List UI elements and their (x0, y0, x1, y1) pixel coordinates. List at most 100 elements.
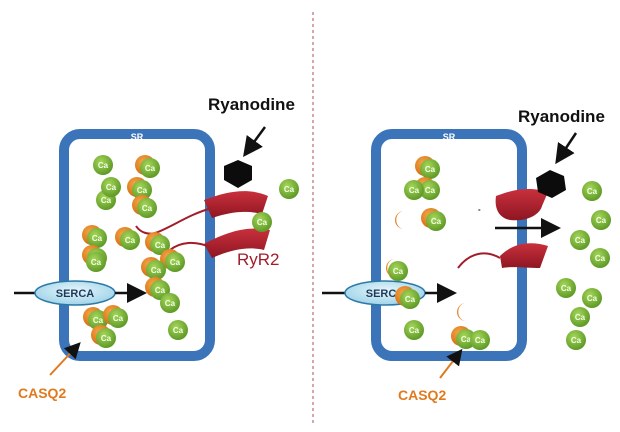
calcium-ion-body (137, 198, 157, 218)
calcium-ion-label: Ca (575, 236, 586, 245)
dash-mark: - (478, 205, 481, 214)
calcium-ion-body (400, 289, 420, 309)
calcium-ion-body (132, 180, 152, 200)
calcium-ion: Ca (590, 248, 610, 268)
calcium-ion-body (93, 155, 113, 175)
sr-label-left: SR (131, 132, 144, 142)
calcium-ion-body (556, 278, 576, 298)
casq2-bound-calcium: Ca (91, 325, 116, 348)
calcium-ion: Ca (279, 179, 299, 199)
calcium-ion-body (570, 230, 590, 250)
ryanodine-arrow-left (243, 126, 267, 158)
casq2-empty (395, 211, 404, 229)
calcium-ion-label: Ca (98, 161, 109, 170)
ryr2-tail-right (457, 252, 501, 269)
casq2-bound-calcium: Ca (145, 277, 170, 300)
calcium-ion-label: Ca (409, 326, 420, 335)
casq2-bound-calcium: Ca (145, 232, 170, 255)
calcium-ion-label: Ca (155, 286, 166, 295)
calcium-ion: Ca (252, 212, 272, 232)
calcium-ion-label: Ca (571, 336, 582, 345)
calcium-ion-label: Ca (91, 258, 102, 267)
calcium-ion-label: Ca (587, 187, 598, 196)
calcium-ion-body (566, 330, 586, 350)
calcium-ion-body (582, 288, 602, 308)
calcium-ion-label: Ca (155, 241, 166, 250)
calcium-ion: Ca (582, 288, 602, 308)
ryanodine-label-left: Ryanodine (208, 95, 295, 114)
sr-label-right: SR (443, 132, 456, 142)
calcium-ion: Ca (566, 330, 586, 350)
calcium-ion-body (168, 320, 188, 340)
calcium-ion-body (404, 180, 424, 200)
calcium-ion-body (86, 252, 106, 272)
calcium-ion-body (140, 158, 160, 178)
ryr2-lower-right (500, 243, 548, 268)
casq2-empty (386, 259, 395, 277)
calcium-ion-label: Ca (284, 185, 295, 194)
calcium-ion-body (279, 179, 299, 199)
calcium-ion-body (146, 260, 166, 280)
calcium-ion-body (150, 235, 170, 255)
calcium-ion-body (426, 211, 446, 231)
calcium-ion-label: Ca (425, 165, 436, 174)
casq2-bound-calcium: Ca (82, 225, 107, 248)
right-panel: SR - Ryanodine SERCA CASQ2 CaCaCaCaCaCaC… (322, 107, 611, 403)
calcium-ion-label: Ca (393, 267, 404, 276)
calcium-ion-body (120, 230, 140, 250)
ryr2-upper-left (204, 191, 268, 218)
calcium-ion: Ca (101, 177, 121, 197)
casq2-arrow-left (49, 342, 81, 376)
calcium-ion-body (570, 307, 590, 327)
calcium-ion-label: Ca (587, 294, 598, 303)
calcium-ion-label: Ca (106, 183, 117, 192)
calcium-ion: Ca (582, 181, 602, 201)
left-panel: SR RyR2 Ryanodine SERCA CASQ2 CaCaCaCaCa… (14, 95, 299, 401)
casq2-bound-calcium: Ca (415, 156, 440, 179)
calcium-ion-label: Ca (165, 299, 176, 308)
casq2-empty (457, 303, 466, 321)
casq2-bound-calcium: Ca (160, 249, 185, 272)
casq2-bound-calcium: Ca (395, 286, 420, 309)
calcium-ion-label: Ca (93, 316, 104, 325)
calcium-ion-label: Ca (101, 196, 112, 205)
calcium-ion: Ca (388, 261, 408, 281)
casq2-bound-calcium: Ca (127, 177, 152, 200)
calcium-ion: Ca (404, 320, 424, 340)
calcium-ion-label: Ca (92, 234, 103, 243)
ryanodine-molecule-right (536, 170, 566, 198)
calcium-ion-label: Ca (475, 336, 486, 345)
calcium-ion-label: Ca (125, 236, 136, 245)
calcium-ion-label: Ca (561, 284, 572, 293)
calcium-ion-label: Ca (595, 254, 606, 263)
serca-label-right: SERCA (366, 288, 405, 300)
calcium-ion-label: Ca (145, 164, 156, 173)
calcium-ion-label: Ca (170, 258, 181, 267)
calcium-ion-body (165, 252, 185, 272)
serca-label-left: SERCA (56, 288, 95, 300)
calcium-ion-label: Ca (596, 216, 607, 225)
calcium-ion-body (470, 330, 490, 350)
calcium-ion: Ca (556, 278, 576, 298)
calcium-ion-body (96, 328, 116, 348)
ryanodine-arrow-right (555, 132, 578, 165)
calcium-ion: Ca (470, 330, 490, 350)
calcium-ion-body (420, 180, 440, 200)
calcium-ion: Ca (86, 252, 106, 272)
calcium-ion-body (590, 248, 610, 268)
ryr2-lower-left (204, 228, 270, 258)
calcium-ion-body (582, 181, 602, 201)
casq2-label-left: CASQ2 (18, 385, 66, 401)
calcium-ion-label: Ca (425, 186, 436, 195)
sr-membrane-right (371, 129, 527, 361)
calcium-ion-label: Ca (113, 314, 124, 323)
ryr2-tail-upper-left (135, 207, 213, 235)
calcium-ion: Ca (570, 230, 590, 250)
casq2-bound-calcium: Ca (141, 257, 166, 280)
calcium-ion: Ca (570, 307, 590, 327)
calcium-ion-body (404, 320, 424, 340)
ryanodine-label-right: Ryanodine (518, 107, 605, 126)
